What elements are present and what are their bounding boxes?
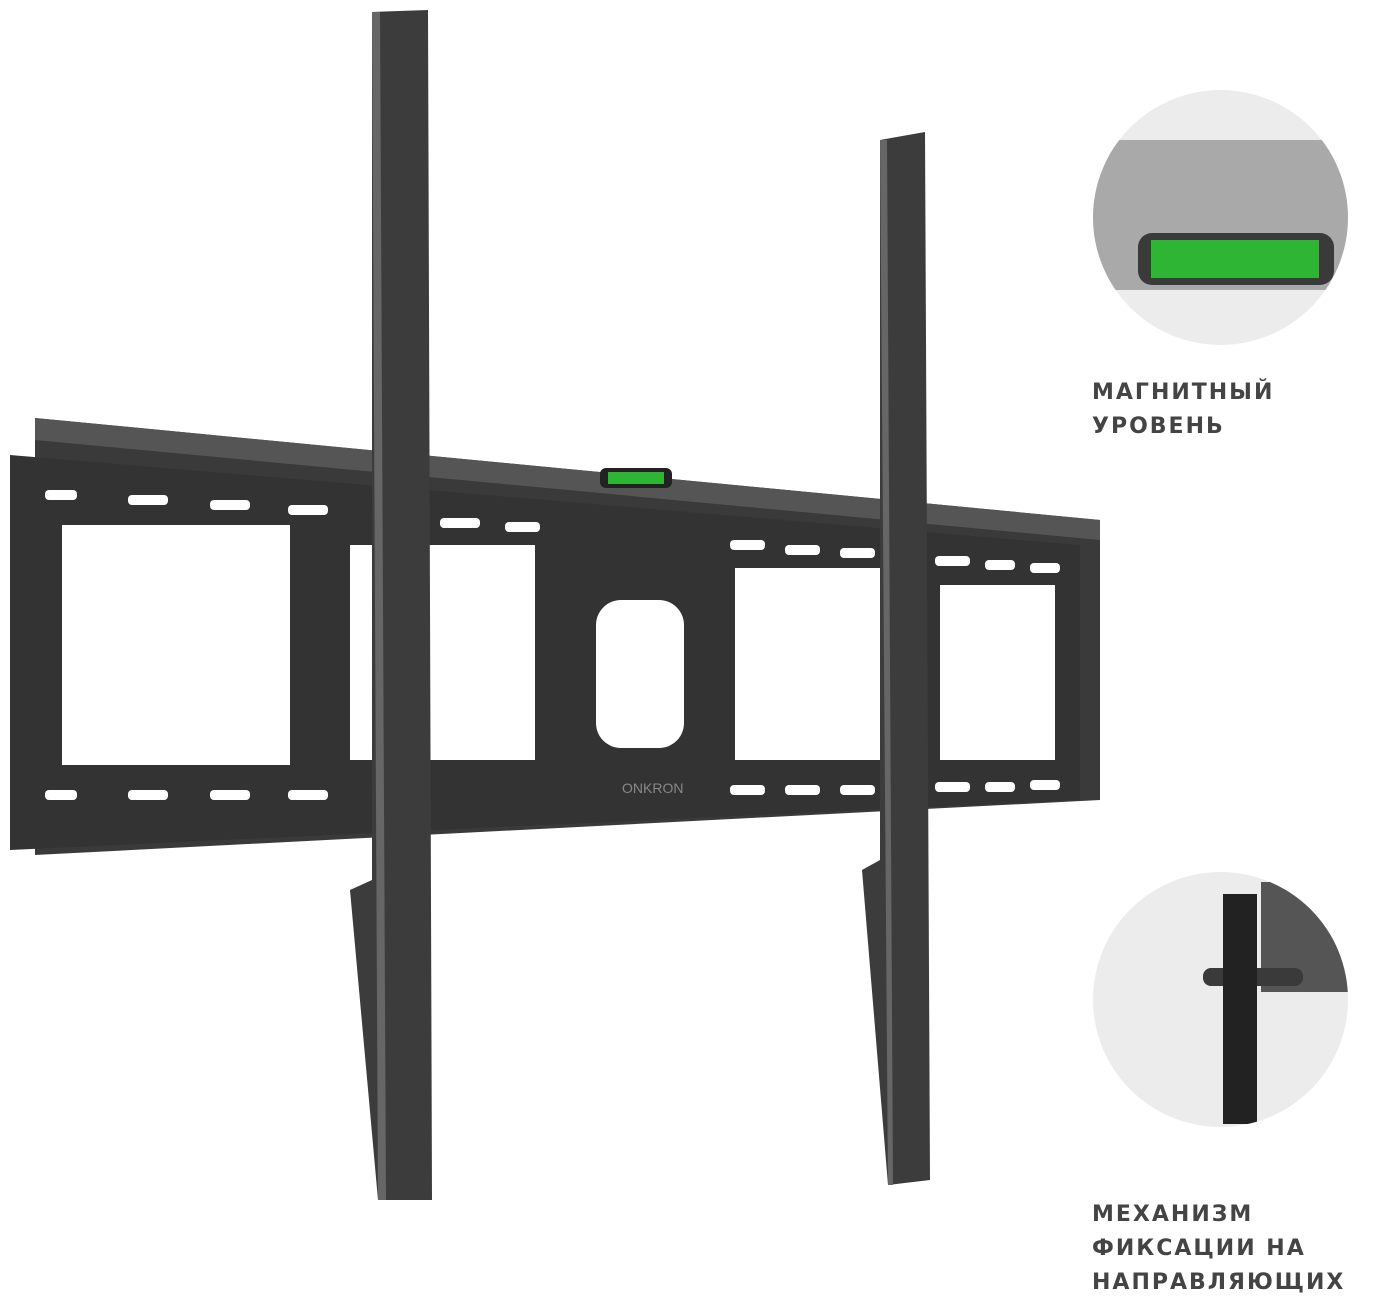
callout-guide-lock: МЕХАНИЗМ ФИКСАЦИИ НА НАПРАВЛЯЮЩИХ [1092,1202,1346,1295]
level-detail-inset [1093,90,1348,345]
callout-magnetic-level: МАГНИТНЫЙ УРОВЕНЬ [1092,380,1275,439]
screw-detail-inset [1093,872,1348,1127]
brand-logo: ONKRON [622,780,683,796]
right-vertical-arm [862,132,930,1185]
bubble-level [608,472,664,484]
left-vertical-arm [350,10,432,1200]
wall-plate: ONKRON [10,418,1100,855]
